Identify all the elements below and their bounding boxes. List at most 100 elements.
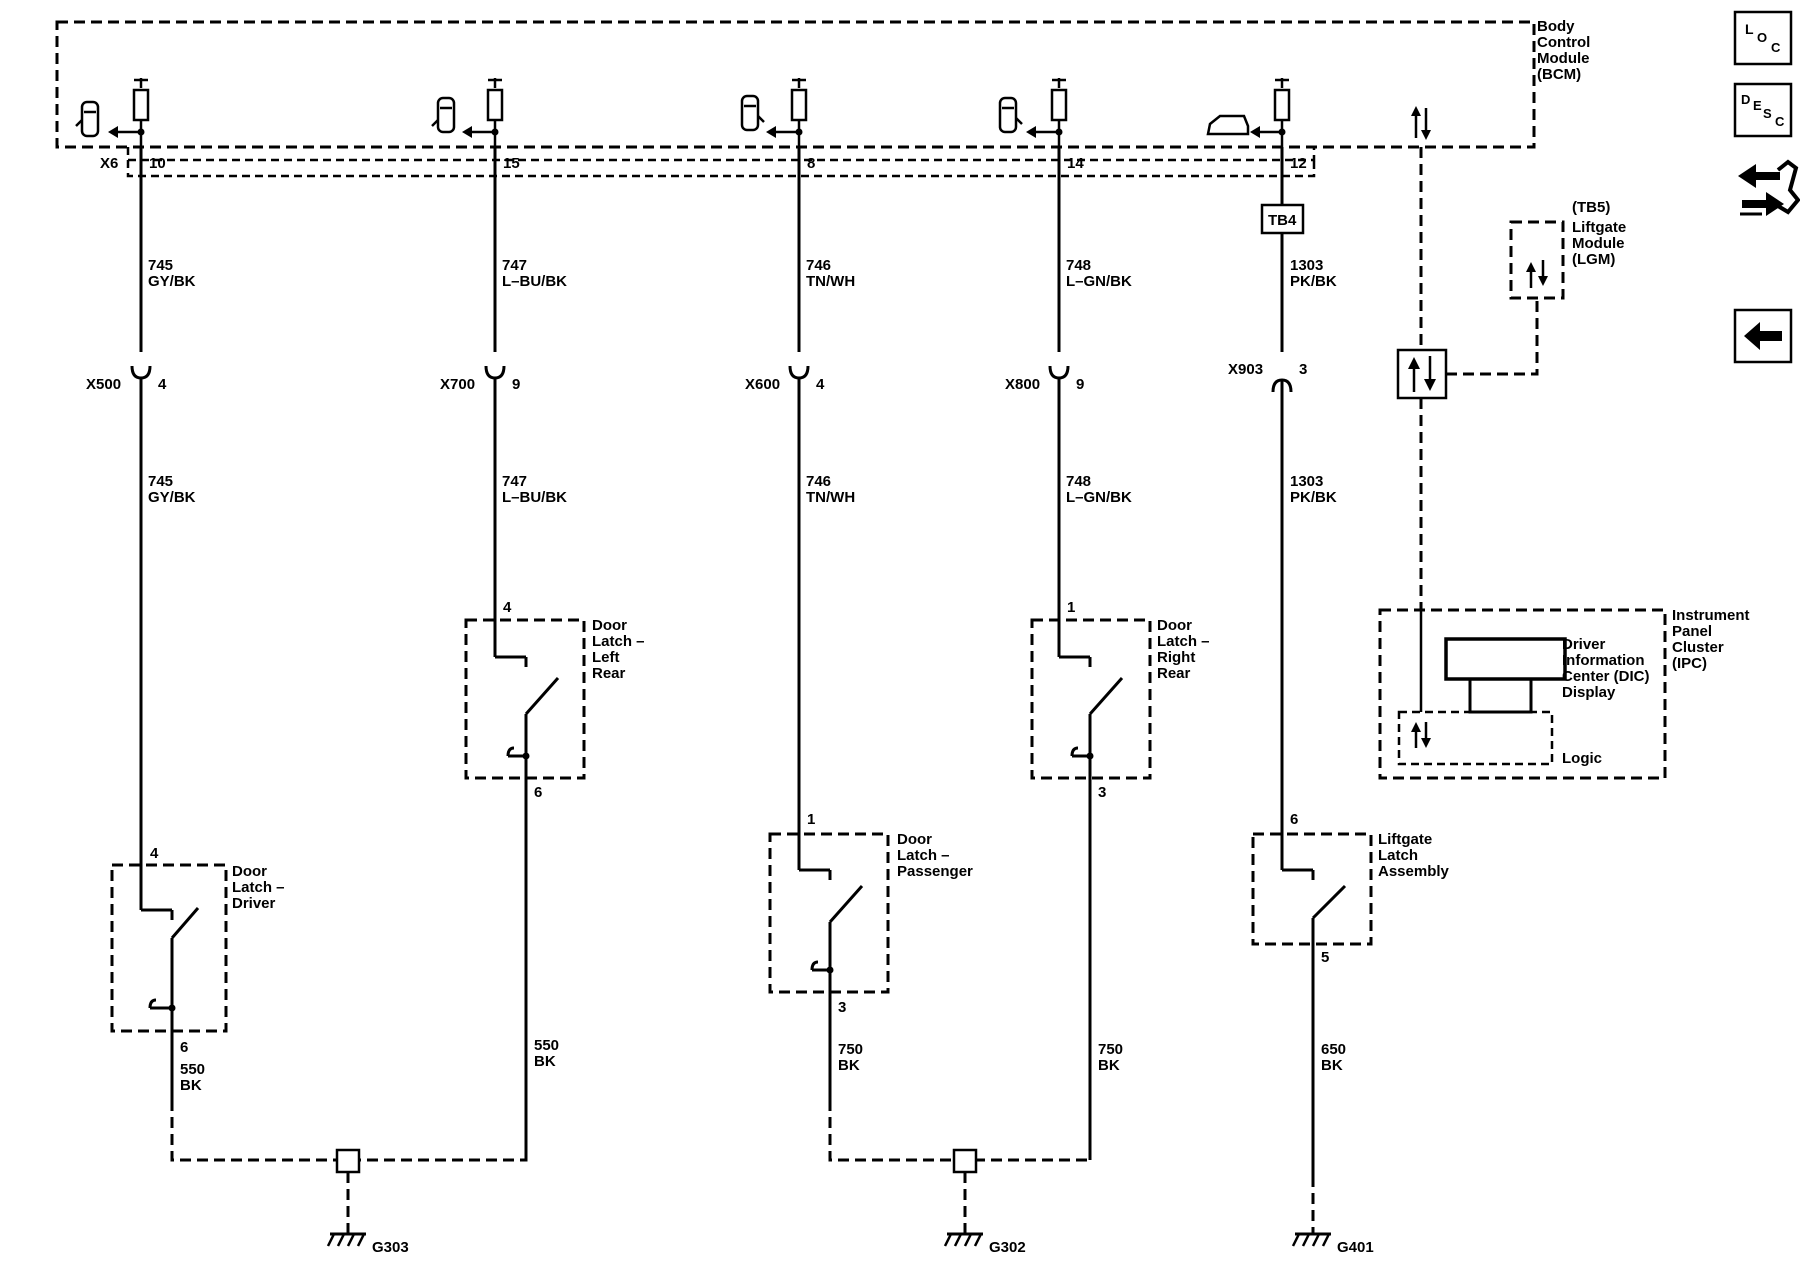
door-latch-driver-box xyxy=(110,863,228,1033)
comp-pin-top: 1 xyxy=(807,811,815,828)
comp-pin-top: 6 xyxy=(1290,811,1298,828)
door-latch-left-rear-box xyxy=(464,618,586,780)
comp-label: Latch – xyxy=(592,633,645,650)
dic-label: Center (DIC) xyxy=(1562,668,1650,685)
ground-symbol-icon xyxy=(326,1232,366,1247)
bcm-box xyxy=(55,20,1536,149)
inline-connector: X903 xyxy=(1228,361,1263,378)
logic-label: Logic xyxy=(1562,750,1602,767)
comp-label: Rear xyxy=(592,665,626,682)
connector-swap-icon[interactable] xyxy=(1738,159,1800,216)
splice-g303 xyxy=(335,1148,361,1174)
car-door-icon xyxy=(740,94,765,132)
liftgate-latch-assembly-box xyxy=(1251,832,1373,946)
circuit-748 xyxy=(1048,147,1124,1160)
comp-label: Latch – xyxy=(1157,633,1210,650)
inline-connector: X800 xyxy=(1005,376,1040,393)
car-door-icon xyxy=(75,100,100,138)
wire-color: L–BU/BK xyxy=(502,489,567,506)
wire-color: GY/BK xyxy=(148,489,196,506)
comp-pin-bottom: 6 xyxy=(180,1039,188,1056)
data-arrows-icon xyxy=(1411,722,1431,748)
inline-connector: X600 xyxy=(745,376,780,393)
wire-num: 745 xyxy=(148,473,173,490)
comp-pin-bottom: 6 xyxy=(534,784,542,801)
bcm-pin-8 xyxy=(766,78,808,147)
wire-color: PK/BK xyxy=(1290,489,1337,506)
gnd-wire-color: BK xyxy=(1098,1057,1120,1074)
car-door-icon xyxy=(998,96,1023,134)
lgm-label: Liftgate xyxy=(1572,219,1626,236)
comp-label: Driver xyxy=(232,895,276,912)
wire-color: PK/BK xyxy=(1290,273,1337,290)
lgm-label: Module xyxy=(1572,235,1625,252)
comp-label: Assembly xyxy=(1378,863,1450,880)
circuit-745 xyxy=(130,147,200,1100)
comp-pin-top: 1 xyxy=(1067,599,1075,616)
bcm-label-4: (BCM) xyxy=(1537,66,1581,83)
wire-color: TN/WH xyxy=(806,489,855,506)
ground-symbol-icon xyxy=(943,1232,983,1247)
wire-num: 746 xyxy=(806,257,831,274)
ipc-label: (IPC) xyxy=(1672,655,1707,672)
svg-text:D: D xyxy=(1741,92,1750,107)
bcm-pin-label: 10 xyxy=(149,155,166,172)
gnd-wire-num: 750 xyxy=(1098,1041,1123,1058)
gnd-wire-num: 650 xyxy=(1321,1041,1346,1058)
ipc-logic-box xyxy=(1397,710,1554,766)
circuit-746 xyxy=(788,147,864,1100)
comp-label: Left xyxy=(592,649,620,666)
desc-button[interactable]: D E S C xyxy=(1733,82,1793,138)
tb4-label: TB4 xyxy=(1268,212,1297,229)
dic-display xyxy=(1444,637,1567,681)
bcm-pin-label: 8 xyxy=(807,155,815,172)
bcm-pin-label: 15 xyxy=(503,155,520,172)
gnd-wire-num: 750 xyxy=(838,1041,863,1058)
comp-label: Right xyxy=(1157,649,1195,666)
wire-color: L–BU/BK xyxy=(502,273,567,290)
bcm-pin-12 xyxy=(1250,78,1291,147)
ipc-label: Panel xyxy=(1672,623,1712,640)
circuit-1303 xyxy=(1271,147,1347,1176)
wire-num: 746 xyxy=(806,473,831,490)
ground-label: G303 xyxy=(372,1239,409,1256)
ground-label: G302 xyxy=(989,1239,1026,1256)
splice-g302 xyxy=(952,1148,978,1174)
svg-text:C: C xyxy=(1775,114,1785,129)
inline-connector: X700 xyxy=(440,376,475,393)
ground-bus-g303 xyxy=(170,1100,528,1162)
door-latch-passenger-box xyxy=(768,832,890,994)
comp-pin-bottom: 5 xyxy=(1321,949,1329,966)
gnd-wire-color: BK xyxy=(838,1057,860,1074)
gnd-wire-num: 550 xyxy=(180,1061,205,1078)
bcm-pin-10 xyxy=(108,78,150,147)
loc-button[interactable]: L O C xyxy=(1733,10,1793,66)
lgm-label: (LGM) xyxy=(1572,251,1615,268)
comp-label: Door xyxy=(592,617,627,634)
wire-color: GY/BK xyxy=(148,273,196,290)
comp-label: Latch – xyxy=(232,879,285,896)
circuit-747 xyxy=(484,147,560,1160)
comp-label: Passenger xyxy=(897,863,973,880)
svg-text:C: C xyxy=(1771,40,1781,55)
wire-color: L–GN/BK xyxy=(1066,273,1132,290)
dic-label: Driver xyxy=(1562,636,1606,653)
inline-pin: 4 xyxy=(816,376,825,393)
back-button[interactable] xyxy=(1733,308,1793,364)
gnd-wire-color: BK xyxy=(534,1053,556,1070)
comp-label: Latch – xyxy=(897,847,950,864)
data-arrows-icon xyxy=(1526,260,1548,288)
car-door-icon xyxy=(431,96,456,134)
wire-num: 1303 xyxy=(1290,473,1323,490)
bcm-label-2: Control xyxy=(1537,34,1590,51)
bcm-pin-15 xyxy=(462,78,504,147)
comp-label: Door xyxy=(897,831,932,848)
serial-data-splice xyxy=(1396,348,1448,400)
gnd-wire-color: BK xyxy=(180,1077,202,1094)
svg-text:E: E xyxy=(1753,98,1762,113)
gnd-wire-num: 550 xyxy=(534,1037,559,1054)
comp-pin-bottom: 3 xyxy=(838,999,846,1016)
comp-label: Door xyxy=(1157,617,1192,634)
data-arrows-icon xyxy=(1408,356,1436,392)
lgm-box xyxy=(1509,220,1565,300)
